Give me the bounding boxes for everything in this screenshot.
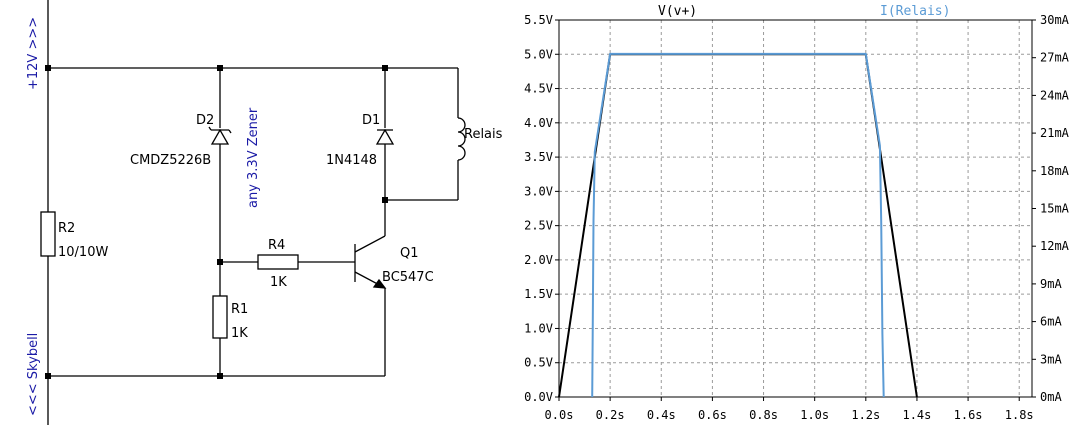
resistor-r4-symbol: [257, 254, 299, 270]
x-tick-label: 0.2s: [596, 408, 625, 422]
y-left-tick-label: 4.0V: [524, 116, 553, 130]
y-left-tick-label: 0.5V: [524, 356, 553, 370]
x-tick-label: 1.6s: [954, 408, 983, 422]
relay-label: Relais: [464, 127, 503, 142]
x-tick-label: 1.8s: [1005, 408, 1034, 422]
junction-dot: [217, 373, 223, 379]
y-right-tick-label: 15mA: [1040, 202, 1070, 216]
tick-labels: 0.0s 0.2s 0.4s 0.6s 0.8s 1.0s 1.2s 1.4s 1.6s 1.8s…: [524, 13, 1070, 422]
y-left-tick-label: 0.0V: [524, 390, 553, 404]
junction-dot: [217, 65, 223, 71]
relay-coil-symbol: [457, 117, 466, 161]
resistor-r1-symbol: [212, 295, 228, 339]
junction-dot: [217, 259, 223, 265]
y-right-tick-label: 18mA: [1040, 164, 1070, 178]
r4-value-label: 1K: [270, 275, 287, 290]
d2-ref-label: D2: [196, 113, 214, 128]
y-right-tick-label: 27mA: [1040, 51, 1070, 65]
diode-d1-symbol: [375, 128, 395, 145]
q1-value-label: BC547C: [382, 270, 434, 285]
y-right-tick-label: 24mA: [1040, 88, 1070, 102]
d1-ref-label: D1: [362, 113, 380, 128]
junction-dot: [382, 197, 388, 203]
y-left-tick-label: 1.5V: [524, 287, 553, 301]
junction-dot: [45, 65, 51, 71]
junction-dot: [45, 373, 51, 379]
d2-note-label: any 3.3V Zener: [246, 107, 261, 208]
net-label-bottom: <<< Skybell: [26, 333, 41, 416]
y-right-tick-label: 9mA: [1040, 277, 1062, 291]
legend-current: I(Relais): [880, 4, 950, 19]
y-right-tick-label: 30mA: [1040, 13, 1070, 27]
r4-ref-label: R4: [268, 238, 285, 253]
zener-diode-d2-symbol: [208, 126, 232, 145]
series-current-line: [591, 52, 885, 398]
y-right-tick-label: 21mA: [1040, 126, 1070, 140]
y-right-tick-label: 12mA: [1040, 239, 1070, 253]
net-label-top: +12V >>>: [26, 17, 41, 90]
x-tick-label: 1.2s: [851, 408, 880, 422]
r1-value-label: 1K: [231, 326, 248, 341]
resistor-r2-symbol: [40, 211, 56, 257]
x-tick-label: 0.6s: [698, 408, 727, 422]
y-left-tick-label: 5.0V: [524, 47, 553, 61]
y-left-tick-label: 2.0V: [524, 253, 553, 267]
d1-value-label: 1N4148: [326, 153, 377, 168]
y-left-tick-label: 1.0V: [524, 321, 553, 335]
junction-dot: [382, 65, 388, 71]
x-tick-label: 1.4s: [902, 408, 931, 422]
transistor-q1-symbol: [354, 235, 387, 289]
series-layer: [558, 52, 918, 398]
y-left-tick-label: 3.0V: [524, 184, 553, 198]
junction-dots: [45, 65, 388, 379]
y-right-tick-label: 3mA: [1040, 352, 1062, 366]
y-right-tick-label: 6mA: [1040, 315, 1062, 329]
r2-value-label: 10/10W: [58, 245, 108, 260]
r2-ref-label: R2: [58, 221, 75, 236]
y-left-tick-label: 2.5V: [524, 219, 553, 233]
x-tick-label: 0.8s: [749, 408, 778, 422]
plot-frame: [558, 19, 1033, 398]
y-left-tick-label: 5.5V: [524, 13, 553, 27]
legend-voltage: V(v+): [658, 4, 697, 19]
x-tick-label: 0.4s: [647, 408, 676, 422]
r1-ref-label: R1: [231, 302, 248, 317]
circuit-schematic: +12V >>> <<< Skybell D2 CMDZ5226B any 3.…: [26, 0, 503, 425]
y-right-tick-label: 0mA: [1040, 390, 1062, 404]
y-left-tick-label: 3.5V: [524, 150, 553, 164]
x-tick-label: 1.0s: [800, 408, 829, 422]
d2-value-label: CMDZ5226B: [130, 153, 211, 168]
q1-ref-label: Q1: [400, 246, 419, 261]
x-tick-label: 0.0s: [545, 408, 574, 422]
y-left-tick-label: 4.5V: [524, 82, 553, 96]
waveform-plot: 0.0s 0.2s 0.4s 0.6s 0.8s 1.0s 1.2s 1.4s 1.6s 1.8s…: [510, 0, 1086, 425]
